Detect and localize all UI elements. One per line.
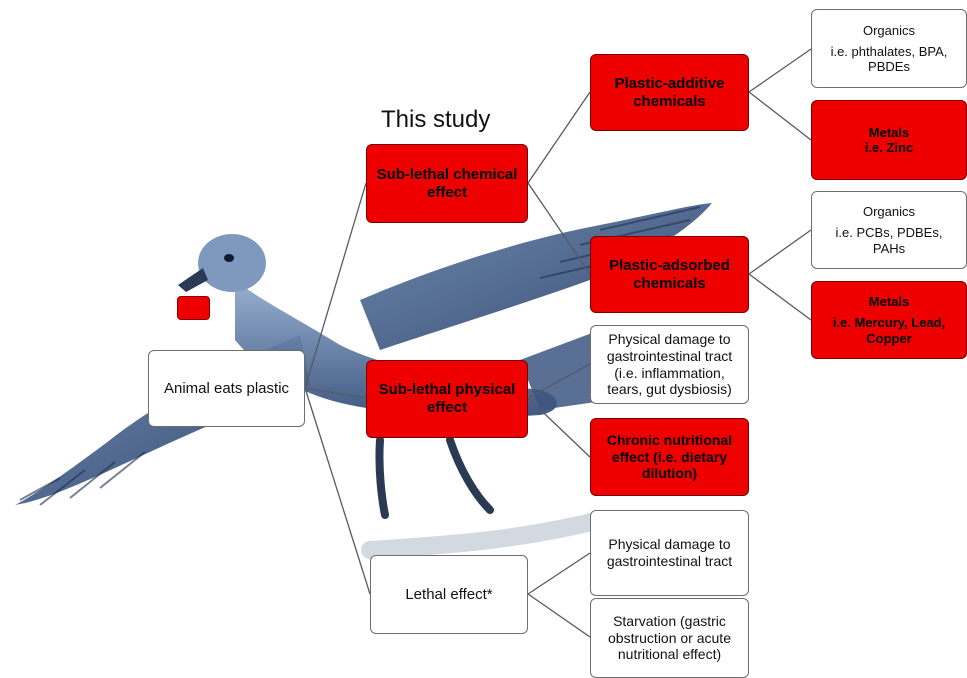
- node-detail: i.e. phthalates, BPA, PBDEs: [818, 44, 960, 75]
- node-label: Lethal effect*: [405, 586, 492, 604]
- node-label: Physical damage to gastrointestinal trac…: [597, 331, 742, 397]
- connector-adsorbed-metals: [749, 274, 811, 320]
- node-detail: i.e. Zinc: [865, 140, 913, 155]
- node-additive-organics: Organics i.e. phthalates, BPA, PBDEs: [811, 9, 967, 88]
- node-adsorbed-organics: Organics i.e. PCBs, PDBEs, PAHs: [811, 191, 967, 269]
- study-scope-title: This study: [381, 106, 490, 134]
- node-label: Starvation (gastric obstruction or acute…: [597, 613, 742, 663]
- node-title: Organics: [863, 23, 915, 38]
- node-detail: i.e. PCBs, PDBEs, PAHs: [818, 225, 960, 256]
- connector-lethal-damage: [528, 553, 590, 594]
- node-adsorbed-metals: Metals i.e. Mercury, Lead, Copper: [811, 281, 967, 359]
- node-label: Physical damage to gastrointestinal trac…: [597, 536, 742, 569]
- node-title: Metals: [869, 125, 909, 140]
- connector-root-physical: [305, 388, 366, 398]
- connector-chemical-adsorbed: [528, 183, 590, 274]
- connector-additive-metals: [749, 92, 811, 140]
- connector-chemical-additive: [528, 92, 590, 183]
- node-label: Sub-lethal chemical effect: [373, 166, 521, 201]
- connector-adsorbed-organics: [749, 230, 811, 274]
- node-title: Organics: [863, 204, 915, 219]
- node-sublethal-chemical: Sub-lethal chemical effect: [366, 144, 528, 223]
- node-plastic-adsorbed: Plastic-adsorbed chemicals: [590, 236, 749, 313]
- connector-physical-damage: [528, 364, 590, 398]
- connector-additive-organics: [749, 49, 811, 92]
- node-additive-metals: Metals i.e. Zinc: [811, 100, 967, 180]
- node-label: Animal eats plastic: [164, 380, 289, 398]
- connector-root-lethal: [305, 388, 370, 594]
- node-chronic-nutritional: Chronic nutritional effect (i.e. dietary…: [590, 418, 749, 496]
- plastic-piece-icon: [177, 296, 210, 320]
- node-animal-eats-plastic: Animal eats plastic: [148, 350, 305, 427]
- node-label: Plastic-additive chemicals: [597, 75, 742, 110]
- node-physical-damage-lethal: Physical damage to gastrointestinal trac…: [590, 510, 749, 596]
- node-plastic-additive: Plastic-additive chemicals: [590, 54, 749, 131]
- node-lethal-effect: Lethal effect*: [370, 555, 528, 634]
- connector-physical-chronic: [528, 398, 590, 457]
- connector-lethal-starvation: [528, 594, 590, 637]
- connector-root-chemical: [305, 183, 366, 388]
- node-label: Chronic nutritional effect (i.e. dietary…: [597, 432, 742, 482]
- node-physical-damage-sublethal: Physical damage to gastrointestinal trac…: [590, 325, 749, 404]
- node-starvation: Starvation (gastric obstruction or acute…: [590, 598, 749, 678]
- node-detail: i.e. Mercury, Lead, Copper: [818, 315, 960, 346]
- node-sublethal-physical: Sub-lethal physical effect: [366, 360, 528, 438]
- node-label: Sub-lethal physical effect: [373, 381, 521, 416]
- node-title: Metals: [869, 294, 909, 309]
- node-label: Plastic-adsorbed chemicals: [597, 257, 742, 292]
